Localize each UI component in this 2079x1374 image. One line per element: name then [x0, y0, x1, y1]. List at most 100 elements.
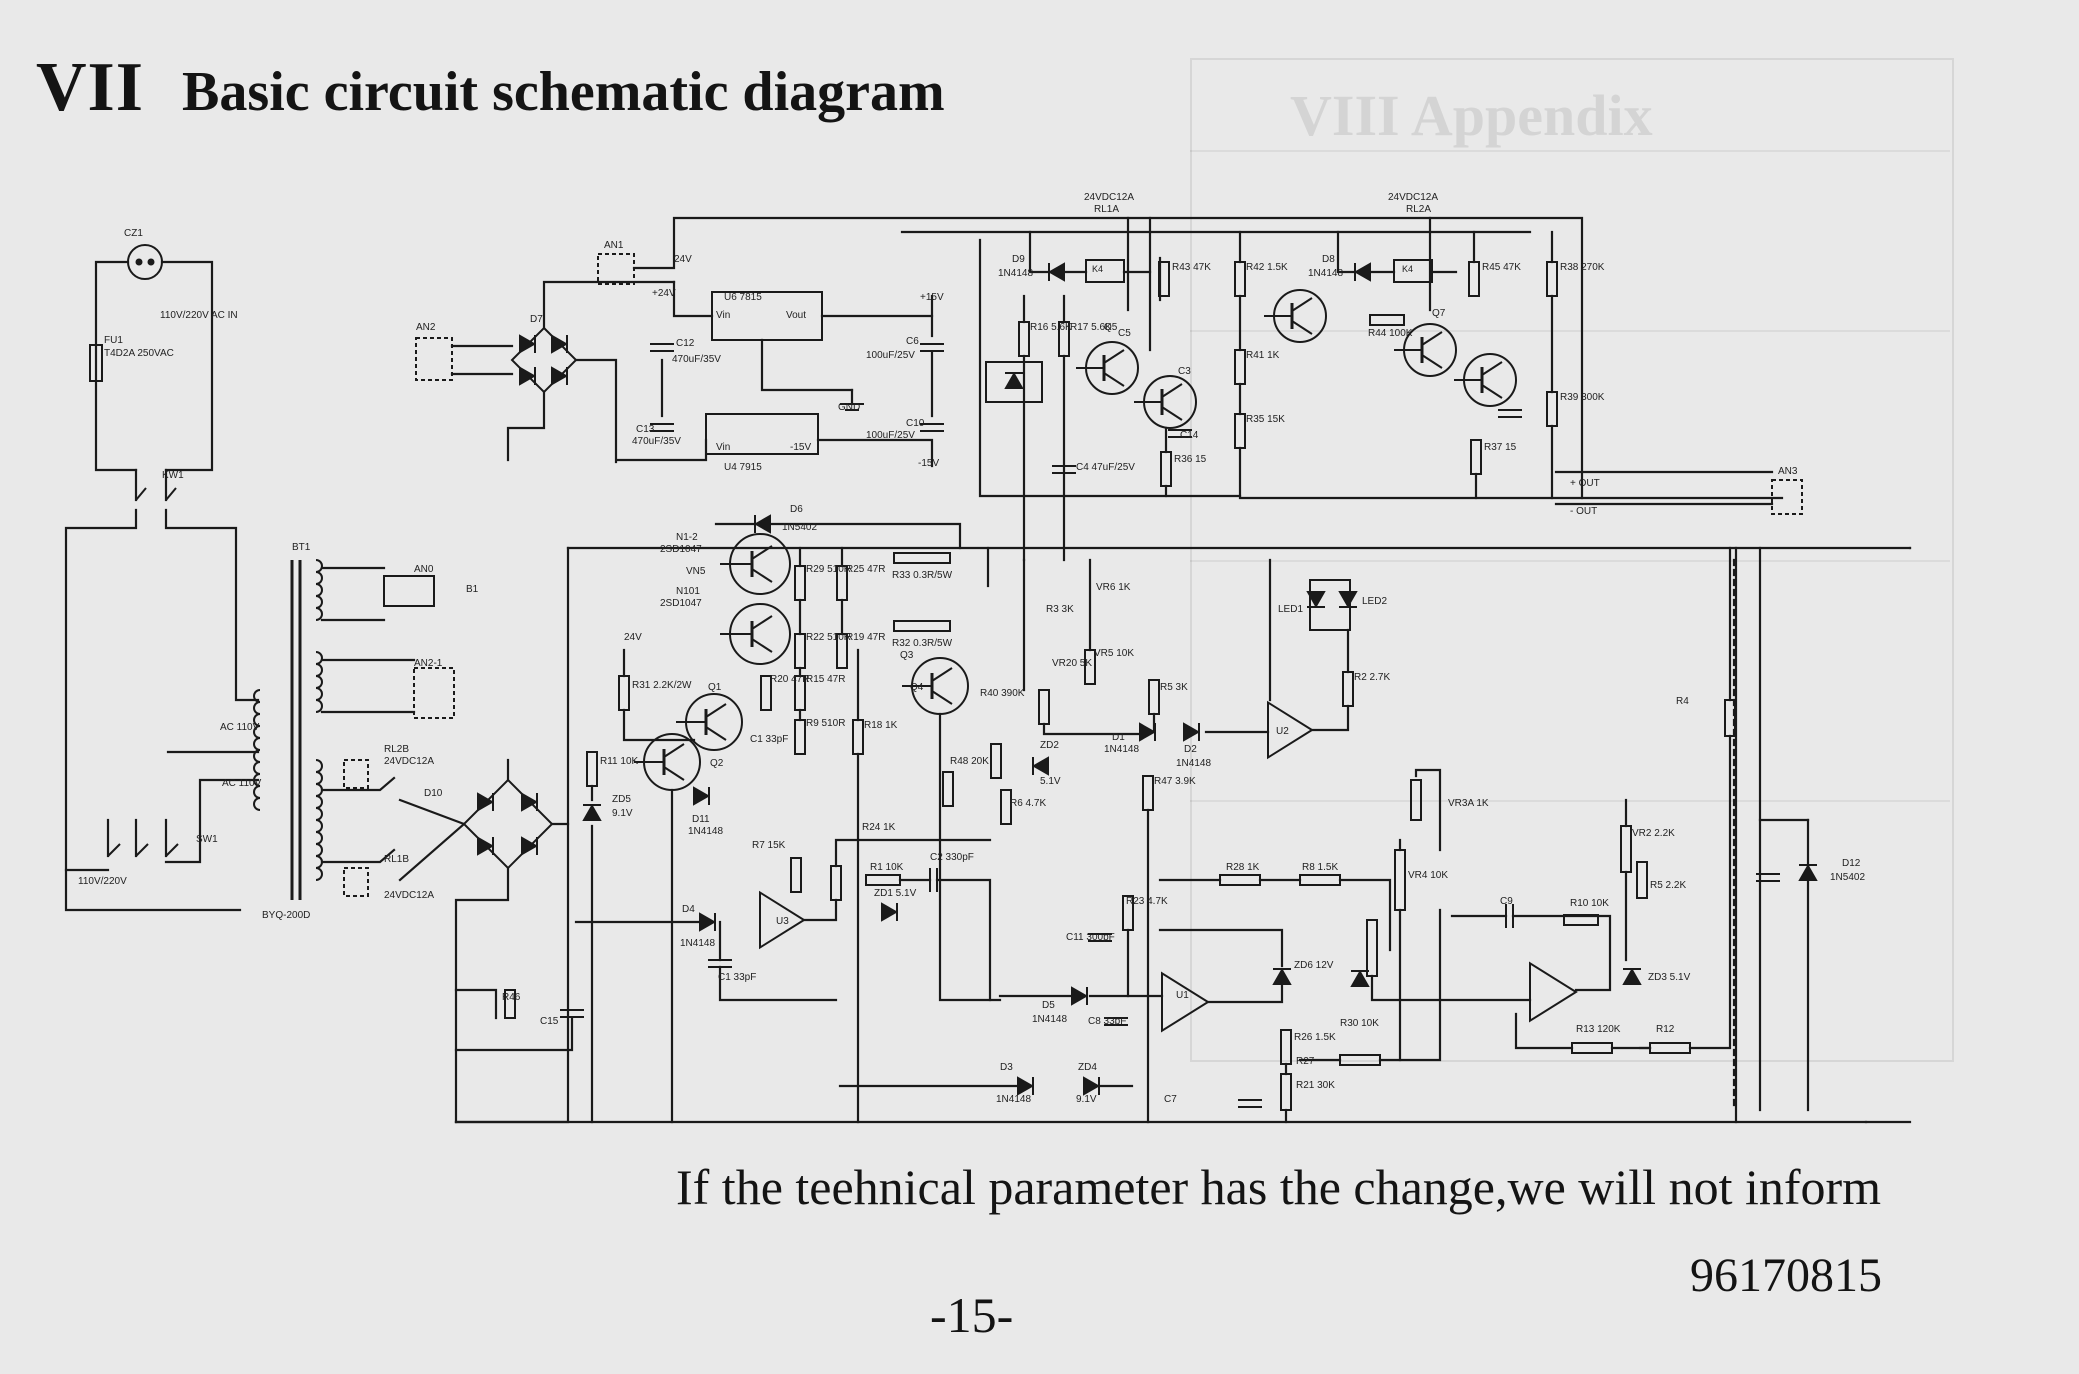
- resistor: [1142, 775, 1154, 811]
- schematic-components: [89, 244, 1818, 1111]
- label-c5: C5: [1118, 328, 1131, 339]
- label-r15: R15 47R: [806, 674, 845, 685]
- wire: [398, 798, 466, 826]
- label-r47: R47 3.9K: [1154, 776, 1196, 787]
- label-r19: R19 47R: [846, 632, 885, 643]
- label-ac110_2: AC 110V: [222, 778, 262, 789]
- transistor-emitter: [1481, 384, 1503, 399]
- label-c6: C6: [906, 336, 919, 347]
- relay-contact-box: [343, 867, 369, 897]
- resistor: [504, 989, 516, 1019]
- connector-an2: [415, 337, 453, 381]
- transistor-collector: [751, 615, 773, 630]
- document-number: 96170815: [1690, 1249, 1882, 1302]
- led-pair-frame: [1309, 579, 1351, 631]
- label-d5: D5: [1042, 1000, 1055, 1011]
- transistor-emitter: [1421, 354, 1443, 369]
- resistor: [893, 620, 951, 632]
- label-r7: R7 15K: [752, 840, 786, 851]
- label-r10: R10 10K: [1570, 898, 1609, 909]
- label-c4: C4 47uF/25V: [1076, 462, 1135, 473]
- wire: [320, 848, 396, 864]
- label-r31: R31 2.2K/2W: [632, 680, 692, 691]
- transistor-collector: [1103, 349, 1125, 364]
- label-c13_v: 470uF/35V: [632, 436, 681, 447]
- wire: [760, 338, 854, 392]
- resistor: [1234, 261, 1246, 297]
- label-q2: Q2: [710, 758, 724, 769]
- label-d5_v: 1N4148: [1032, 1014, 1067, 1025]
- wire: [320, 776, 396, 792]
- diode: [1083, 1076, 1101, 1096]
- resistor: [1546, 261, 1558, 297]
- label-c10_v: 100uF/25V: [866, 430, 915, 441]
- diode: [1353, 262, 1371, 282]
- wire: [1370, 974, 1532, 1002]
- label-d3_v: 1N4148: [996, 1094, 1031, 1105]
- wire: [1042, 722, 1142, 736]
- resistor: [1018, 321, 1030, 357]
- optocoupler: [985, 361, 1043, 403]
- transistor-collector: [931, 667, 953, 682]
- diode: [477, 792, 495, 812]
- label-r38: R38 270K: [1560, 262, 1605, 273]
- label-r5b: R5 2.2K: [1650, 880, 1686, 891]
- label-b1: B1: [466, 584, 479, 595]
- wire: [834, 838, 992, 868]
- resistor: [618, 675, 630, 711]
- label-rl2b_v: 24VDC12A: [384, 756, 434, 767]
- label-r28: R28 1K: [1226, 862, 1260, 873]
- wire: [506, 390, 546, 462]
- label-r4: R4: [1676, 696, 1689, 707]
- label-led2: LED2: [1362, 596, 1387, 607]
- label-r27: R27: [1296, 1056, 1315, 1067]
- label-an2: AN2: [416, 322, 436, 333]
- label-r21: R21 30K: [1296, 1080, 1335, 1091]
- label-vr2: VR2 2.2K: [1632, 828, 1675, 839]
- diode: [519, 334, 537, 354]
- label-vin1: Vin: [716, 310, 730, 321]
- label-q4: Q4: [910, 682, 924, 693]
- transistor-emitter: [705, 726, 727, 741]
- label-d6_v: 1N5402: [782, 522, 817, 533]
- label-d4: D4: [682, 904, 695, 915]
- label-sig1: + OUT: [1570, 478, 1600, 489]
- op-amp: [1529, 961, 1578, 1023]
- diode: [1139, 722, 1157, 742]
- label-m15v: -15V: [790, 442, 811, 453]
- socket-pin: [147, 258, 155, 266]
- label-r45: R45 47K: [1482, 262, 1521, 273]
- transistor-collector: [1291, 297, 1313, 312]
- label-r40: R40 390K: [980, 688, 1025, 699]
- label-u2: U2: [1276, 726, 1289, 737]
- transformer-winding: [315, 559, 323, 621]
- resistor: [1636, 861, 1648, 899]
- wire: [938, 712, 1002, 1002]
- label-rl1a: RL1A: [1094, 204, 1119, 215]
- transistor-collector: [1421, 331, 1443, 346]
- diode: [1031, 756, 1049, 776]
- label-u1: U1: [1176, 990, 1189, 1001]
- wire: [1158, 928, 1284, 968]
- transistor-emitter: [663, 766, 685, 781]
- label-zd6: ZD6 12V: [1294, 960, 1334, 971]
- label-an0: AN0: [414, 564, 434, 575]
- label-zd5_v: 9.1V: [612, 808, 633, 819]
- wire: [1378, 908, 1442, 1062]
- label-k4a: K4: [1092, 264, 1103, 274]
- connector-an0: [383, 575, 435, 607]
- label-d2: D2: [1184, 744, 1197, 755]
- label-d11_v: 1N4148: [688, 826, 723, 837]
- wire: [1338, 878, 1392, 952]
- relay-contact-box: [343, 759, 369, 789]
- resistor: [760, 675, 772, 711]
- label-rl2a: RL2A: [1406, 204, 1431, 215]
- transformer-winding: [315, 759, 323, 881]
- bleed-through-rule: [1190, 330, 1950, 332]
- wire: [454, 546, 570, 1124]
- diode: [1798, 863, 1818, 881]
- op-amp: [1267, 700, 1314, 760]
- wire: [935, 878, 992, 1002]
- resistor: [1234, 413, 1246, 449]
